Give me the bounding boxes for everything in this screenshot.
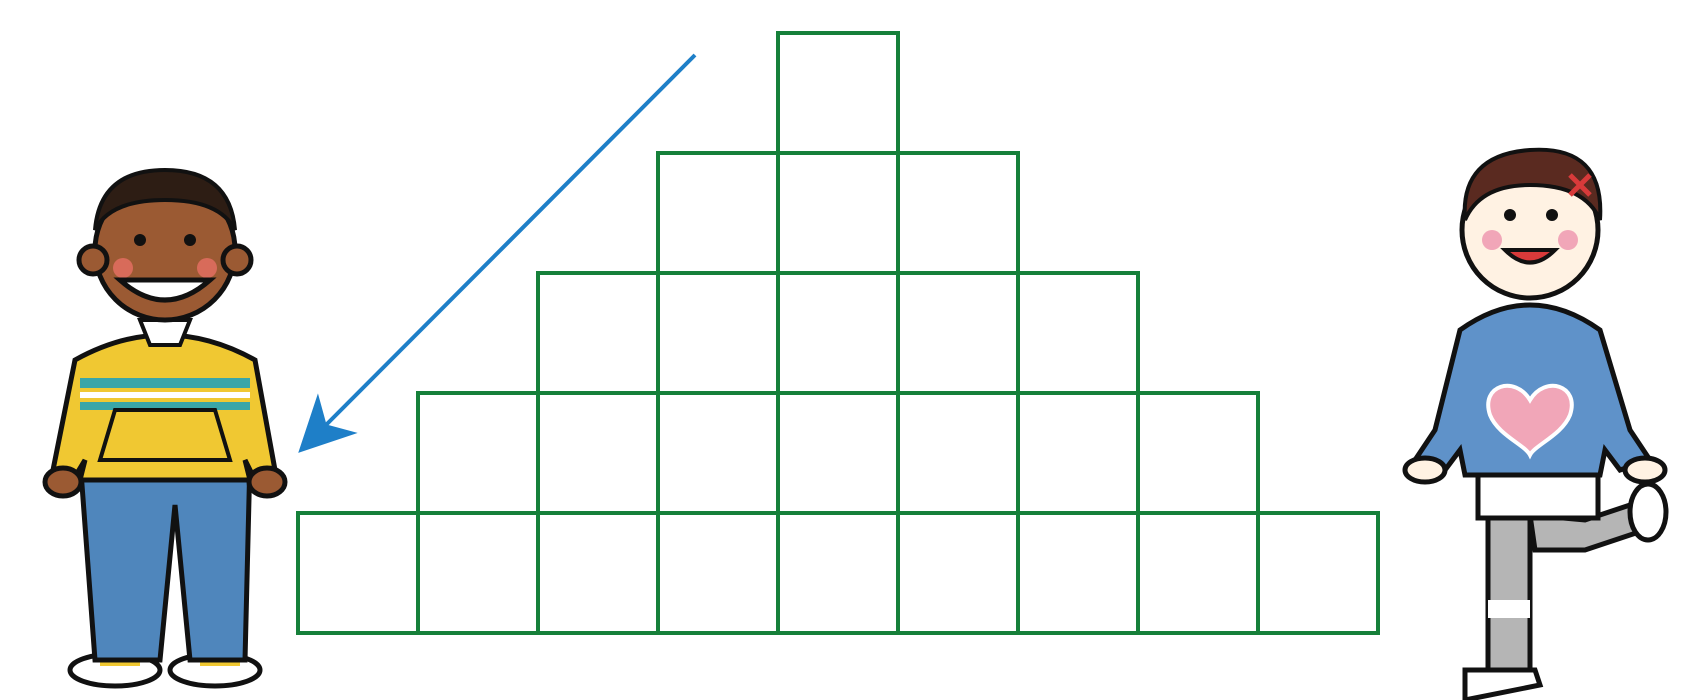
pyramid-cell (656, 391, 780, 515)
girl-character (1402, 147, 1669, 700)
pyramid-cell (776, 271, 900, 395)
pyramid-cell (1256, 511, 1380, 635)
pyramid-cell (896, 391, 1020, 515)
pyramid-cell (776, 151, 900, 275)
pyramid-cell (296, 511, 420, 635)
pyramid-cell (1016, 511, 1140, 635)
pyramid-cell (656, 271, 780, 395)
pyramid-cell (1136, 511, 1260, 635)
cell-pyramid (296, 31, 1380, 635)
pyramid-cell (1016, 271, 1140, 395)
pointer-arrow (298, 53, 697, 453)
pyramid-cell (1136, 391, 1260, 515)
pyramid-cell (776, 391, 900, 515)
pyramid-cell (1016, 391, 1140, 515)
pyramid-cell (896, 271, 1020, 395)
pyramid-cell (896, 151, 1020, 275)
pyramid-cell (776, 31, 900, 155)
boy-character (42, 167, 288, 689)
pyramid-cell (416, 511, 540, 635)
pyramid-cell (536, 511, 660, 635)
pyramid-cell (896, 511, 1020, 635)
pyramid-cell (776, 511, 900, 635)
pyramid-cell (656, 151, 780, 275)
pyramid-cell (536, 271, 660, 395)
pyramid-cell (536, 391, 660, 515)
pyramid-cell (416, 391, 540, 515)
pyramid-cell (656, 511, 780, 635)
